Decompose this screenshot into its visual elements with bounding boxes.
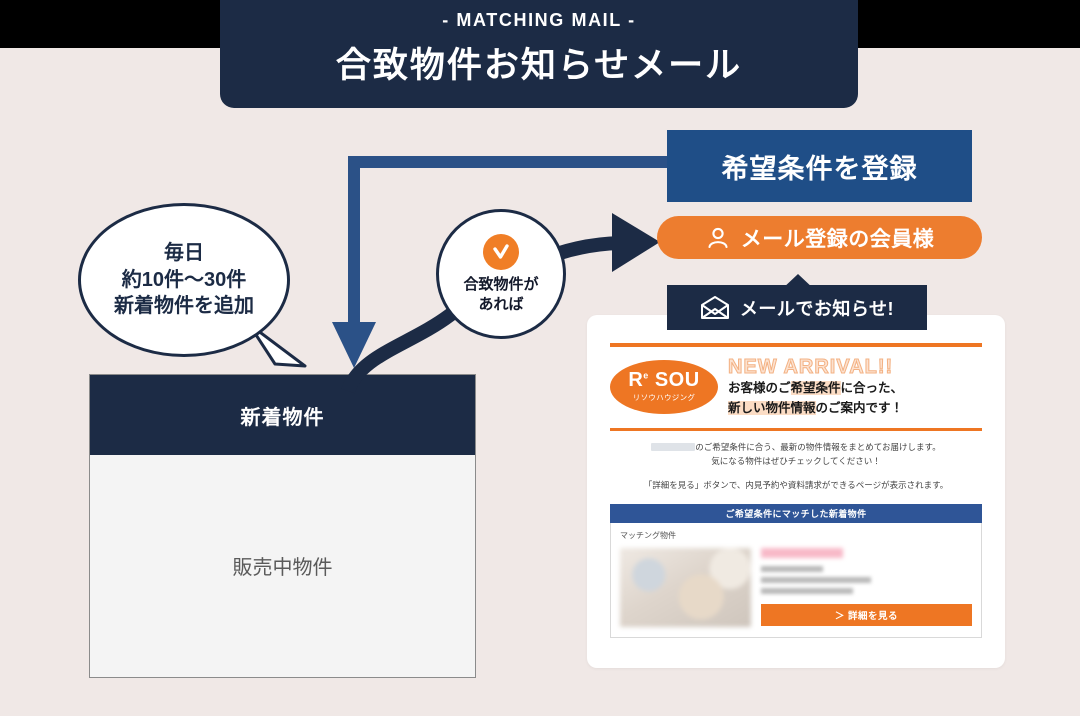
property-detail-line-3-blurred <box>761 588 853 595</box>
email-body-line-1: のご希望条件に合う、最新の物件情報をまとめてお届けします。 <box>610 440 982 455</box>
bubble-line-2: 約10件〜30件 <box>121 268 247 291</box>
register-conditions-box[interactable]: 希望条件を登録 <box>667 130 972 202</box>
email-body-copy: のご希望条件に合う、最新の物件情報をまとめてお届けします。 気になる物件はぜひチ… <box>610 440 982 494</box>
email-body-line-3: 「詳細を見る」ボタンで、内見予約や資料請求ができるページが表示されます。 <box>643 480 949 491</box>
match-condition-circle: 合致物件が あれば <box>436 209 566 339</box>
email-top-rule <box>610 343 982 347</box>
property-card-label: マッチング物件 <box>620 531 676 541</box>
new-listings-header: 新着物件 <box>90 375 475 455</box>
property-thumbnail <box>620 548 751 628</box>
redacted-name-block <box>651 442 696 451</box>
resou-logo: Re SOU リソウハウジング <box>610 359 718 414</box>
matched-listings-bar: ご希望条件にマッチした新着物件 <box>610 504 982 524</box>
daily-listings-speech-bubble: 毎日 約10件〜30件 新着物件を追加 <box>78 203 290 357</box>
email-preview-card: Re SOU リソウハウジング NEW ARRIVAL!! お客様のご希望条件に… <box>587 315 1005 668</box>
email-content: Re SOU リソウハウジング NEW ARRIVAL!! お客様のご希望条件に… <box>610 343 982 639</box>
hero-line-2-highlight: 新しい物件情報 <box>728 400 816 415</box>
logo-subtext: リソウハウジング <box>632 393 696 403</box>
matched-listings-bar-label: ご希望条件にマッチした新着物件 <box>725 509 867 520</box>
new-arrival-heading: NEW ARRIVAL!! <box>728 356 894 379</box>
logo-main-text: R <box>628 369 644 392</box>
mail-member-label: メール登録の会員様 <box>740 227 935 251</box>
hero-line-2: 新しい物件情報のご案内です！ <box>728 399 982 418</box>
new-listings-panel: 新着物件 販売中物件 <box>89 374 476 678</box>
view-details-button[interactable]: ＞ 詳細を見る <box>761 604 972 627</box>
header-card: - MATCHING MAIL - 合致物件お知らせメール <box>220 0 858 108</box>
match-condition-text: 合致物件が あれば <box>463 275 538 314</box>
bubble-line-1: 毎日 <box>164 242 204 265</box>
logo-main-rest: SOU <box>648 369 700 392</box>
check-line-2: あれば <box>478 295 524 313</box>
property-info: ＞ 詳細を見る <box>761 548 972 627</box>
register-conditions-label: 希望条件を登録 <box>721 153 918 184</box>
mail-notify-box: メールでお知らせ! <box>667 285 927 330</box>
email-bottom-rule <box>610 427 982 431</box>
new-listings-body: 販売中物件 <box>90 455 475 675</box>
envelope-icon <box>700 295 729 319</box>
logo-wordmark: Re SOU <box>628 370 699 390</box>
person-icon <box>708 227 728 248</box>
email-body-line-1-text: のご希望条件に合う、最新の物件情報をまとめてお届けします。 <box>695 441 941 452</box>
property-title-blurred <box>761 548 843 559</box>
hero-line-1: お客様のご希望条件に合った、 <box>728 379 982 398</box>
bubble-line-3: 新着物件を追加 <box>114 295 254 318</box>
check-icon <box>483 234 519 270</box>
speech-bubble-text: 毎日 約10件〜30件 新着物件を追加 <box>114 240 254 319</box>
header-eyebrow: - MATCHING MAIL - <box>442 10 636 30</box>
blue-elbow-arrow-icon <box>332 156 685 368</box>
email-hero: Re SOU リソウハウジング NEW ARRIVAL!! お客様のご希望条件に… <box>610 347 982 424</box>
new-listings-title: 新着物件 <box>240 406 325 429</box>
logo-sup: e <box>643 370 649 381</box>
hero-line-1-highlight: 希望条件 <box>790 381 841 395</box>
check-line-1: 合致物件が <box>463 276 539 293</box>
hero-line-2-b: のご案内です！ <box>815 400 904 415</box>
property-detail-line-1-blurred <box>761 566 823 573</box>
hero-line-1-a: お客様のご <box>728 381 791 395</box>
view-details-label: ＞ 詳細を見る <box>834 611 899 623</box>
page-title: 合致物件お知らせメール <box>335 46 743 85</box>
property-card-row: ＞ 詳細を見る <box>620 548 972 628</box>
speech-bubble-tail-icon <box>247 322 307 368</box>
mail-notify-label: メールでお知らせ! <box>739 298 895 319</box>
on-sale-listings-label: 販売中物件 <box>232 556 333 579</box>
mail-member-pill: メール登録の会員様 <box>657 216 982 259</box>
hero-line-1-c: に合った、 <box>840 381 904 395</box>
property-detail-line-2-blurred <box>761 577 871 584</box>
email-hero-text: NEW ARRIVAL!! お客様のご希望条件に合った、 新しい物件情報のご案内… <box>728 356 982 418</box>
property-card: マッチング物件 ＞ 詳細を見る <box>610 523 982 639</box>
email-body-line-2: 気になる物件はぜひチェックしてください！ <box>711 456 881 467</box>
